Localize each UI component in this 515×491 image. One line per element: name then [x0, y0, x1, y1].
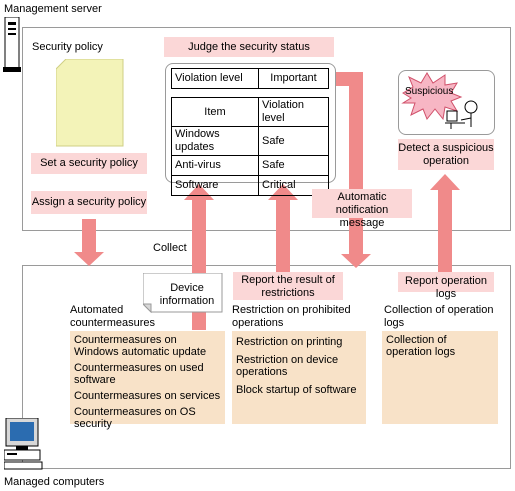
set-policy-box: Set a security policy — [31, 153, 147, 174]
table-row: Anti-virus Safe — [171, 155, 329, 176]
table-cell-level: Critical — [258, 175, 329, 196]
managed-computers-label: Managed computers — [4, 476, 105, 488]
table-cell-level: Safe — [258, 126, 329, 156]
logs-title: Collection of operation logs — [384, 304, 494, 329]
list-item: Countermeasures on used software — [74, 362, 204, 386]
table-cell-item: Anti-virus — [171, 155, 259, 176]
policy-document-icon — [56, 59, 124, 147]
table-cell-item: Software — [171, 175, 259, 196]
list-item: Countermeasures on OS security — [74, 406, 196, 430]
table-header-row: Item Violation level — [171, 97, 329, 127]
arrow-restrictions-up — [268, 184, 298, 272]
device-info-note-icon — [143, 273, 223, 313]
table-row: Software Critical — [171, 175, 329, 196]
list-item: Restriction on device operations — [236, 354, 339, 378]
device-information-label: Device information — [159, 282, 215, 307]
list-item: Collection of operation logs — [386, 334, 456, 358]
restriction-title: Restriction on prohibited operations — [232, 304, 351, 329]
list-item: Countermeasures on services — [74, 390, 221, 402]
logs-list: Collection of operation logs — [382, 331, 498, 424]
table-row: Windows updates Safe — [171, 126, 329, 156]
arrow-assign-down — [74, 219, 104, 266]
management-server-frame — [22, 27, 511, 231]
arrow-device-info-up — [184, 184, 214, 330]
security-policy-label: Security policy — [32, 41, 103, 53]
suspicious-label: Suspicious — [405, 86, 454, 97]
automated-list: Countermeasures on Windows automatic upd… — [70, 331, 225, 430]
collect-label: Collect — [153, 242, 187, 254]
table-cell-item: Windows updates — [171, 126, 259, 156]
managed-computers-frame — [22, 265, 511, 469]
arrow-logs-up — [430, 174, 460, 272]
notification-box: Automatic notification message — [312, 189, 412, 229]
computer-icon — [4, 418, 43, 470]
table-cell-level: Safe — [258, 155, 329, 176]
detect-suspicious-box: Detect a suspicious operation — [398, 139, 494, 170]
table-header-item: Item — [171, 97, 259, 127]
list-item: Restriction on printing — [236, 336, 343, 348]
report-logs-box: Report operation logs — [398, 272, 494, 300]
server-icon — [3, 17, 21, 72]
violation-table: Item Violation level Windows updates Saf… — [171, 97, 329, 196]
list-item: Countermeasures on Windows automatic upd… — [74, 334, 207, 358]
judge-status-box: Judge the security status — [164, 37, 334, 57]
violation-level-label: Violation level — [171, 68, 259, 89]
list-item: Block startup of software — [236, 384, 357, 396]
arrow-notification-down — [332, 72, 371, 268]
restriction-list: Restriction on printing Restriction on d… — [232, 331, 366, 424]
suspicious-burst-icon — [401, 72, 478, 129]
automated-title: Automated countermeasures — [70, 304, 155, 329]
assign-policy-box: Assign a security policy — [31, 191, 147, 214]
management-server-label: Management server — [4, 3, 102, 15]
report-restrictions-box: Report the result of restrictions — [233, 272, 343, 300]
table-header-level: Violation level — [258, 97, 329, 127]
violation-level-value: Important — [258, 68, 329, 89]
violation-level-summary: Violation level Important — [171, 68, 329, 89]
